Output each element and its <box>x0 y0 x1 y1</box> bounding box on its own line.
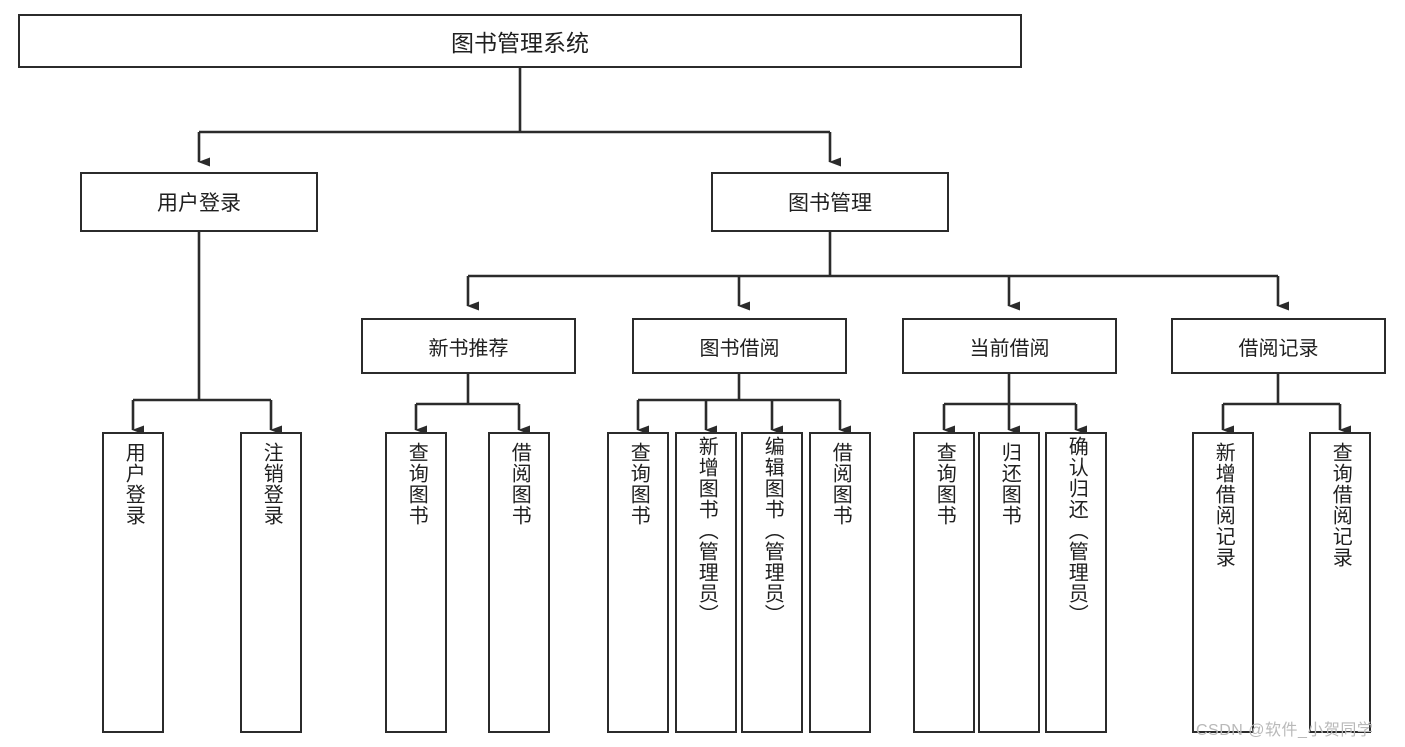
watermark-text: CSDN @软件_小贺同学 <box>1196 722 1374 739</box>
leaf-query-borrow-record[interactable]: 查询借阅记录 <box>1309 432 1371 733</box>
leaf-label: 查询图书 <box>405 442 428 526</box>
leaf-borrow-book-recommend[interactable]: 借阅图书 <box>488 432 550 733</box>
node-label: 用户登录 <box>157 192 241 215</box>
node-label: 图书管理 <box>788 192 872 215</box>
node-label: 借阅记录 <box>1238 337 1319 360</box>
node-label: 当前借阅 <box>969 337 1050 360</box>
leaf-label: 编辑图书（管理员） <box>761 436 784 625</box>
leaf-label: 新增图书（管理员） <box>695 436 718 625</box>
leaf-confirm-return-admin[interactable]: 确认归还（管理员） <box>1045 432 1107 733</box>
leaf-label: 新增借阅记录 <box>1212 442 1235 568</box>
leaf-edit-book-admin[interactable]: 编辑图书（管理员） <box>741 432 803 733</box>
leaf-label: 借阅图书 <box>829 442 852 526</box>
leaf-label: 查询图书 <box>627 442 650 526</box>
leaf-label: 查询借阅记录 <box>1329 442 1352 568</box>
node-book-borrow[interactable]: 图书借阅 <box>632 318 847 374</box>
node-borrow-record[interactable]: 借阅记录 <box>1171 318 1386 374</box>
node-new-book-recommend[interactable]: 新书推荐 <box>361 318 576 374</box>
node-label: 图书借阅 <box>699 337 780 360</box>
leaf-label: 归还图书 <box>998 442 1021 526</box>
node-label: 图书管理系统 <box>451 30 589 56</box>
node-book-management[interactable]: 图书管理 <box>711 172 949 232</box>
leaf-label: 借阅图书 <box>508 442 531 526</box>
leaf-user-login[interactable]: 用户登录 <box>102 432 164 733</box>
node-user-login[interactable]: 用户登录 <box>80 172 318 232</box>
leaf-query-book-recommend[interactable]: 查询图书 <box>385 432 447 733</box>
leaf-label: 用户登录 <box>122 442 145 526</box>
leaf-label: 确认归还（管理员） <box>1065 436 1088 625</box>
leaf-label: 查询图书 <box>933 442 956 526</box>
leaf-return-book[interactable]: 归还图书 <box>978 432 1040 733</box>
node-current-borrow[interactable]: 当前借阅 <box>902 318 1117 374</box>
node-label: 新书推荐 <box>428 337 509 360</box>
node-root-system[interactable]: 图书管理系统 <box>18 14 1022 68</box>
leaf-query-book-borrow[interactable]: 查询图书 <box>607 432 669 733</box>
leaf-add-borrow-record[interactable]: 新增借阅记录 <box>1192 432 1254 733</box>
leaf-add-book-admin[interactable]: 新增图书（管理员） <box>675 432 737 733</box>
leaf-borrow-book[interactable]: 借阅图书 <box>809 432 871 733</box>
leaf-query-book-current[interactable]: 查询图书 <box>913 432 975 733</box>
leaf-label: 注销登录 <box>260 442 283 526</box>
leaf-logout[interactable]: 注销登录 <box>240 432 302 733</box>
